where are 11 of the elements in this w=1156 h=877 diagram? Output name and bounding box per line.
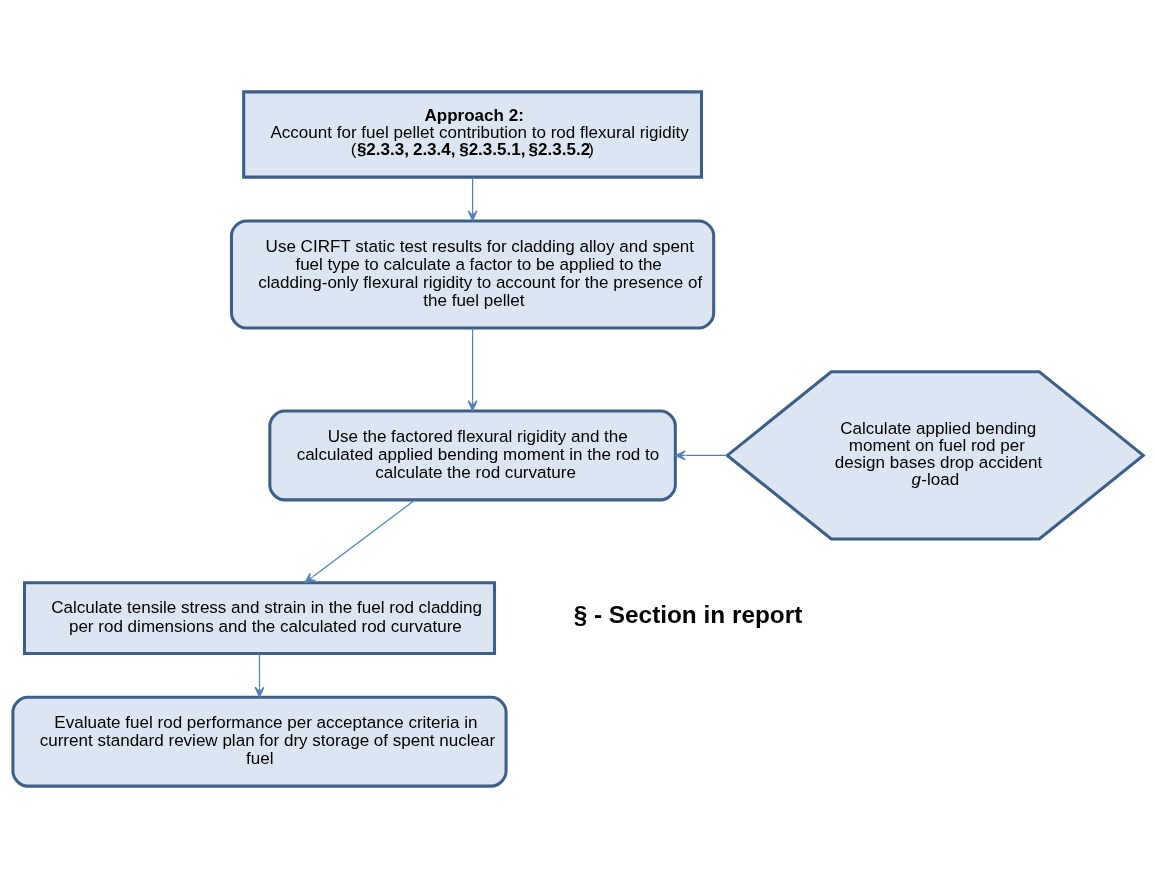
node-box: Approach 2: Account for fuel pellet contribution to rod flexural rigidity (§2.3.3, 2.3.4, §2.3.5.1, §2.3.5.2) (242, 89, 703, 179)
label: § - Section in report (573, 600, 803, 628)
node-box: Use CIRFT static test results for cladding alloy and spent fuel type to calculate a factor to be applied to the cladding-only flexural rigidity to account for the presence of the fuel pellet (229, 218, 716, 330)
arrow (467, 327, 478, 411)
node-box: Use the factored flexural rigidity and the calculated applied bending moment in the rod to calculate the rod curvature (268, 408, 677, 501)
node-box: Calculate tensile stress and strain in the fuel rod cladding per rod dimensions and the calculated rod curvature (22, 580, 496, 655)
arrow (674, 449, 728, 460)
node-box: Evaluate fuel rod performance per acceptance criteria in current standard review plan for dry storage of spent nuclear fuel (11, 695, 508, 788)
arrow (254, 652, 265, 697)
arrow (304, 498, 416, 583)
arrow (467, 176, 478, 221)
